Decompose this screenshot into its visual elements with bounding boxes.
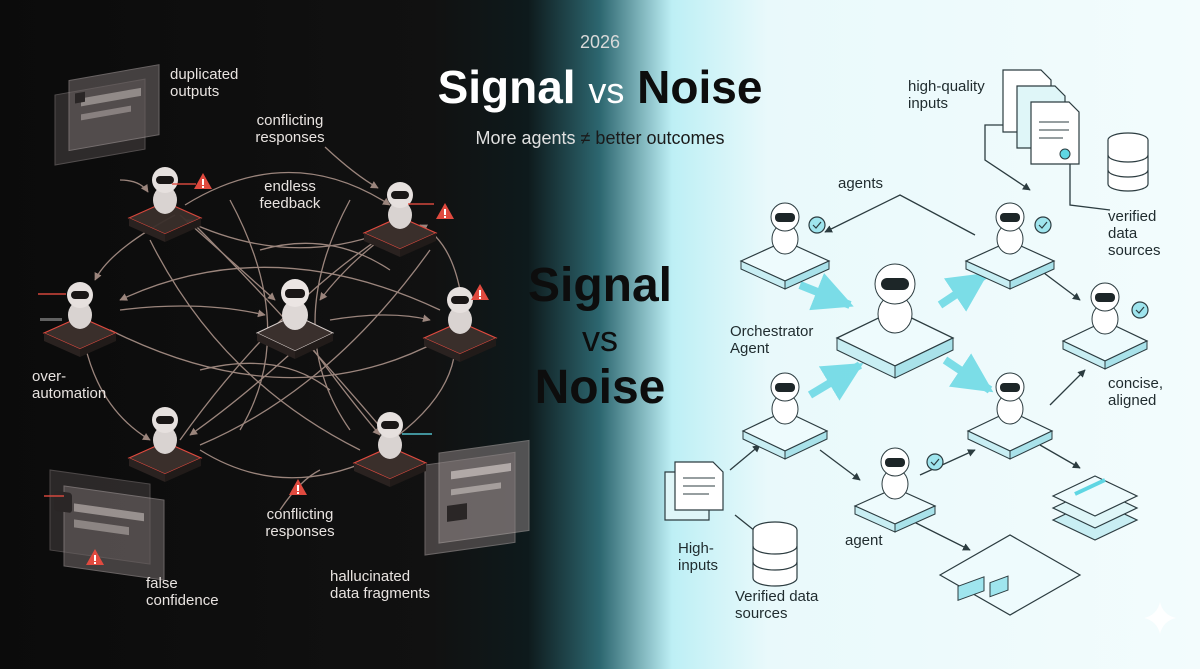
orchestrator-robot: [835, 263, 955, 379]
noise-robot-5: [127, 407, 203, 482]
signal-robot-1: [739, 202, 831, 290]
signal-robot-4: [741, 372, 829, 460]
sparkle-icon: [1144, 602, 1176, 634]
glitch-bars: [38, 183, 434, 497]
document-stack-bottom: [664, 461, 724, 521]
label-high-inputs-bottom: High-inputs: [678, 540, 719, 574]
subtitle: More agents ≠ better outcomes: [430, 128, 770, 149]
noise-robot-3: [42, 282, 118, 357]
check-icon: [926, 453, 944, 471]
false-confidence-windows: [49, 469, 165, 581]
warning-icons: [86, 173, 489, 565]
noise-robot-1: [127, 167, 203, 242]
database-icon-bottom: [752, 521, 798, 587]
noise-robot-center: [255, 279, 335, 359]
warning-icon: [194, 173, 212, 189]
check-icon: [1034, 216, 1052, 234]
signal-robot-2: [964, 202, 1056, 290]
signal-robots: [739, 202, 1149, 533]
center-vs: vs: [582, 318, 618, 359]
output-screen: [938, 534, 1082, 616]
title-noise: Noise: [637, 61, 763, 113]
label-agents: agents: [838, 175, 884, 192]
output-card-stack: [1051, 475, 1139, 541]
noise-robot-2: [362, 182, 438, 257]
title-vs: vs: [588, 70, 625, 111]
warning-icon: [289, 479, 307, 495]
noise-robot-4: [422, 287, 498, 362]
year-label: 2026: [579, 32, 621, 52]
document-stack-top: [1002, 69, 1080, 165]
database-icon: [1107, 132, 1149, 192]
warning-icon: [436, 203, 454, 219]
signal-robot-3: [1061, 282, 1149, 370]
label-agent: agent: [845, 532, 883, 549]
title-signal: Signal: [437, 61, 576, 113]
label-concise-aligned: concise,aligned: [1108, 375, 1164, 409]
label-over-automation: over-automation: [32, 368, 107, 402]
noise-robots: [42, 167, 498, 487]
warning-icon: [471, 284, 489, 300]
check-icon: [808, 216, 826, 234]
page-title: Signal vs Noise: [400, 60, 800, 114]
center-signal: Signal: [527, 259, 673, 312]
signal-robot-6: [853, 447, 937, 533]
duplicated-windows: [54, 64, 160, 166]
signal-robot-5: [966, 372, 1054, 460]
hallucinated-windows: [424, 439, 530, 556]
signal-flow-arrows: [798, 271, 994, 401]
warning-icon: [86, 549, 104, 565]
subtitle-left: More agents: [475, 128, 581, 148]
noise-robot-6: [352, 412, 428, 487]
center-noise: Noise: [534, 361, 666, 414]
check-icon: [1131, 301, 1149, 319]
check-icons: [808, 216, 1149, 471]
subtitle-right: ≠ better outcomes: [580, 128, 725, 148]
